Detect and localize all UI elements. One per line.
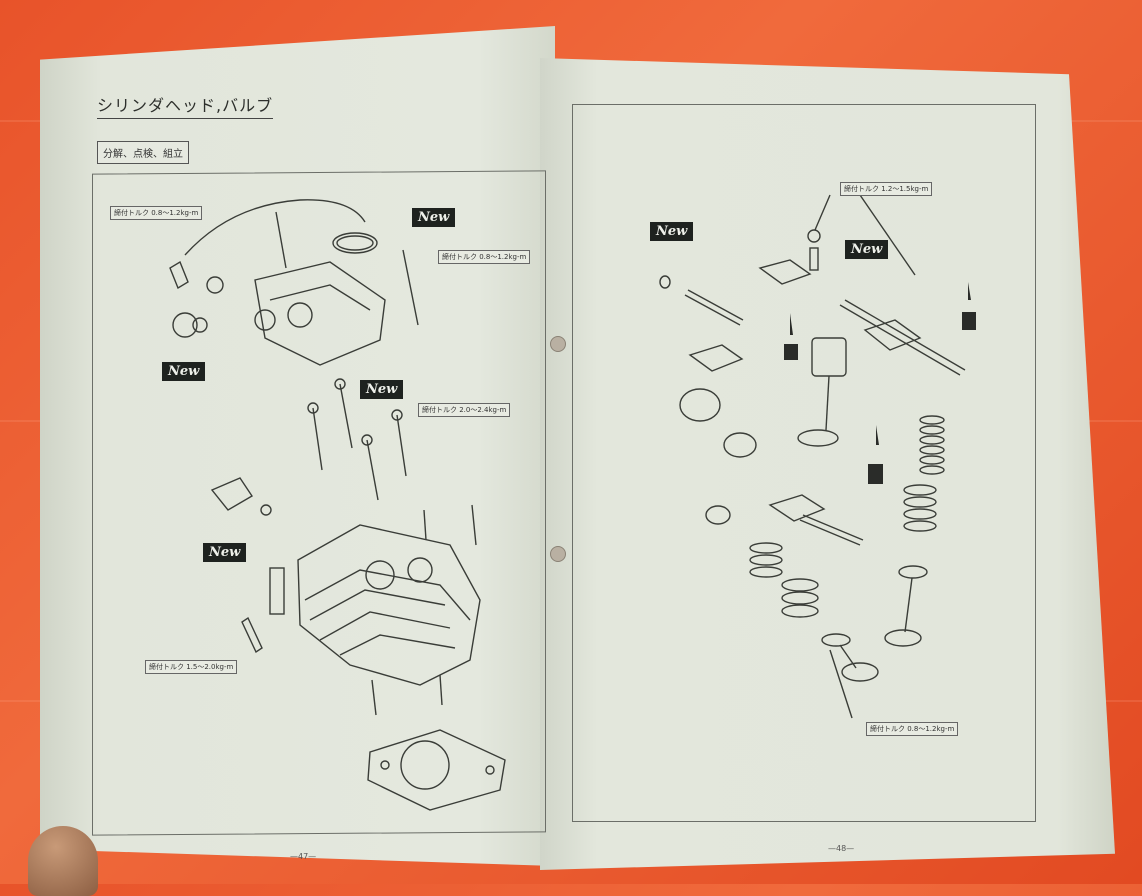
torque-label: 締付トルク 0.8〜1.2kg-m — [866, 722, 959, 736]
torque-label: 締付トルク 1.5〜2.0kg-m — [145, 660, 238, 674]
cable-line — [184, 199, 366, 256]
new-badge: New — [412, 208, 456, 227]
new-badge: New — [203, 543, 247, 562]
binder-hole — [550, 546, 566, 562]
torque-label: 締付トルク 0.8〜1.2kg-m — [110, 206, 203, 220]
page-number-right: —48— — [828, 844, 855, 853]
binder-hole — [550, 336, 566, 352]
page-title: シリンダヘッド,バルブ — [97, 92, 274, 119]
new-badge: New — [162, 362, 206, 381]
left-page — [40, 26, 555, 866]
torque-label: 締付トルク 0.8〜1.2kg-m — [438, 250, 531, 264]
torque-label: 締付トルク 1.2〜1.5kg-m — [840, 182, 933, 196]
page-number-left: —47— — [290, 852, 317, 861]
right-diagram-frame — [572, 104, 1036, 822]
thumb — [28, 826, 98, 896]
right-page — [540, 58, 1115, 870]
section-subtitle: 分解、点検、組立 — [97, 141, 189, 164]
new-badge: New — [845, 240, 889, 259]
torque-label: 締付トルク 2.0〜2.4kg-m — [418, 403, 511, 417]
new-badge: New — [650, 222, 694, 241]
new-badge: New — [360, 380, 404, 399]
